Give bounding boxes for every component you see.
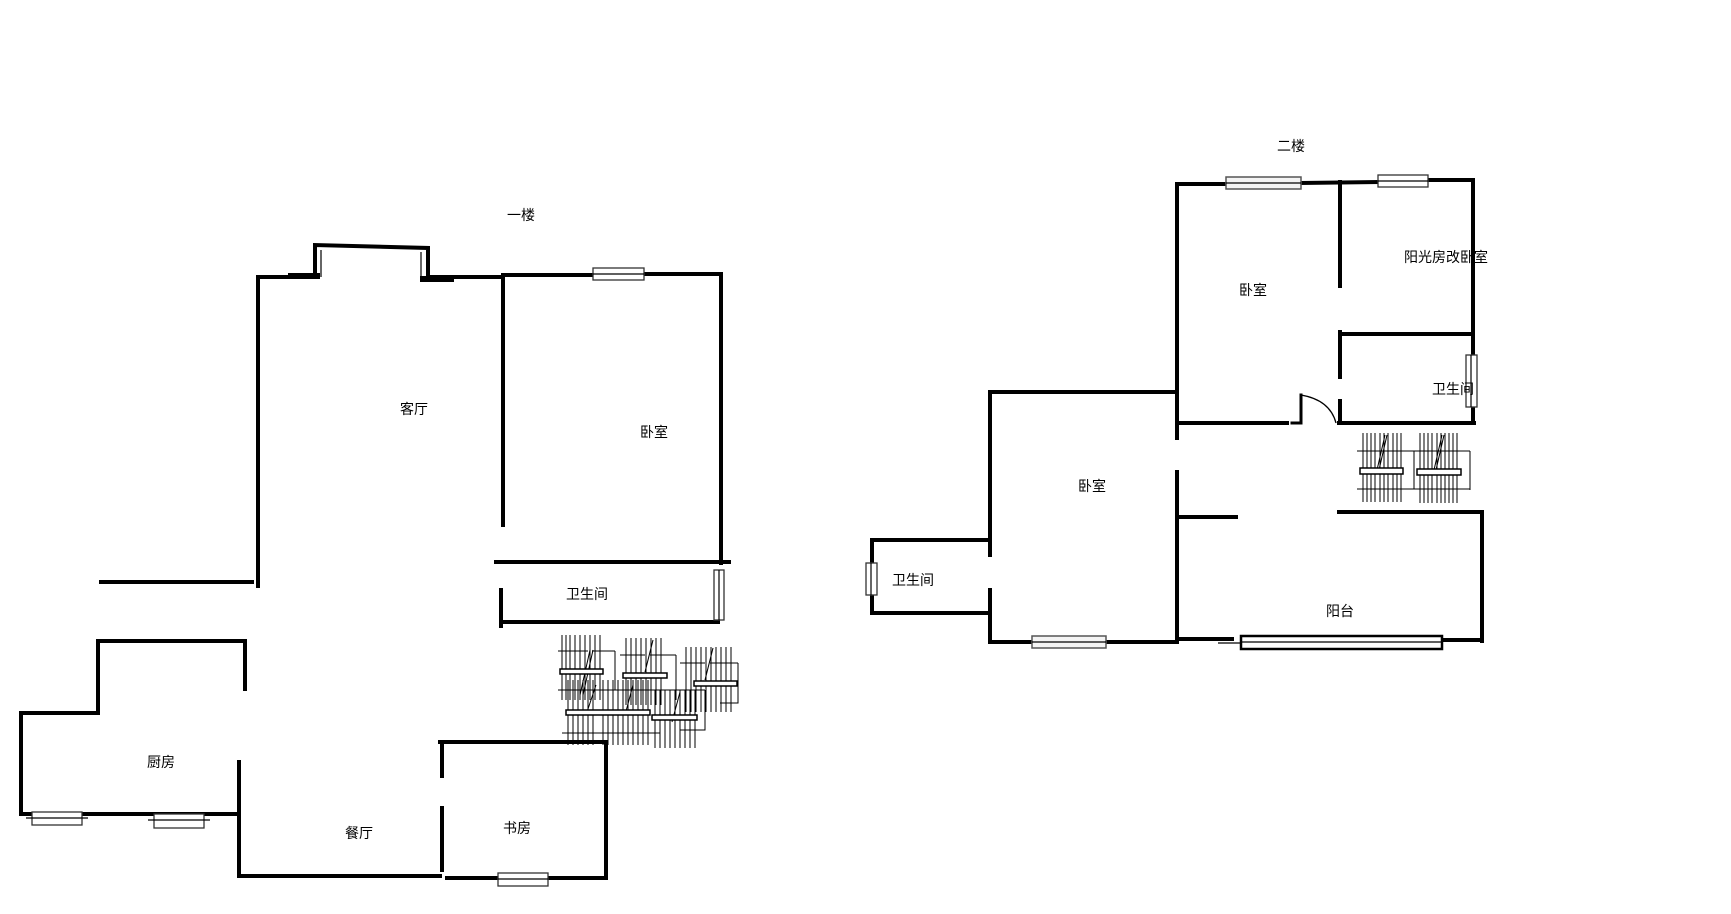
- room-label-dining: 餐厅: [345, 826, 373, 842]
- room-label-bedroom-north: 卧室: [1239, 283, 1267, 299]
- room-label-bedroom: 卧室: [640, 425, 668, 441]
- floor-2-windows: [865, 174, 1478, 651]
- room-label-study: 书房: [503, 821, 531, 837]
- floor-1-windows: [26, 267, 725, 887]
- floor-1-staircase: [558, 635, 739, 748]
- floor-1-title: 一楼: [507, 208, 535, 224]
- room-label-bathroom-east: 卫生间: [1432, 382, 1474, 398]
- room-label-sunroom-bedroom: 阳光房改卧室: [1404, 250, 1488, 266]
- floor-2-title: 二楼: [1277, 139, 1305, 155]
- room-label-kitchen: 厨房: [147, 755, 175, 771]
- room-label-bathroom-west: 卫生间: [892, 573, 934, 589]
- room-label-bathroom: 卫生间: [566, 587, 608, 603]
- room-label-balcony: 阳台: [1326, 604, 1354, 620]
- floor-1-walls: [19, 242, 731, 880]
- floor-2-walls: [870, 178, 1484, 644]
- floor-2-staircase: [1357, 433, 1471, 503]
- room-label-bedroom-west: 卧室: [1078, 479, 1106, 495]
- room-label-living: 客厅: [400, 402, 428, 418]
